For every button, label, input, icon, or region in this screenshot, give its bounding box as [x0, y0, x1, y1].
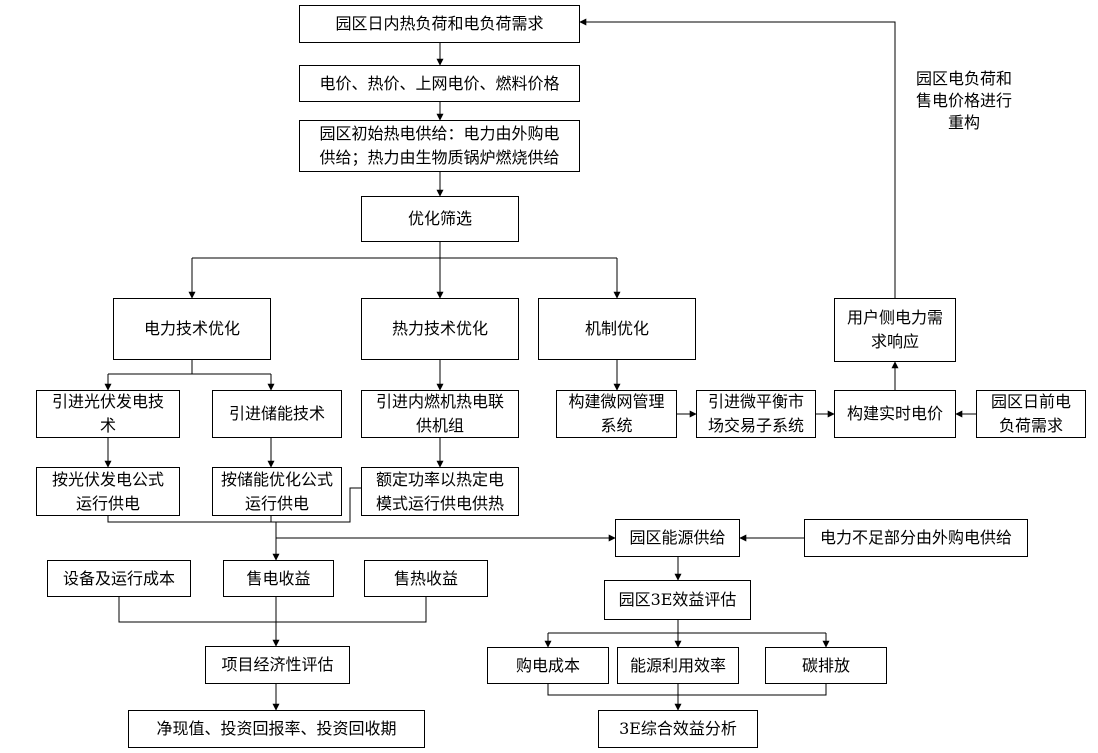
analysis-3e-node: 3E综合效益分析: [598, 710, 758, 748]
demand-response-node: 用户侧电力需 求响应: [834, 298, 956, 362]
power-tech-node: 电力技术优化: [113, 298, 271, 360]
purchase-cost-node: 购电成本: [487, 647, 609, 684]
chp-tech-node: 引进内燃机热电联 供机组: [361, 390, 519, 438]
microgrid-node: 构建微网管理 系统: [556, 390, 677, 438]
storage-tech-node: 引进储能技术: [212, 390, 342, 438]
heat-revenue-node: 售热收益: [364, 560, 488, 597]
edge-costs-collect: [118, 597, 427, 623]
screening-node: 优化筛选: [361, 196, 519, 242]
edge-pv-formula-collect: [107, 516, 276, 523]
initial-supply-node: 园区初始热电供给：电力由外购电 供给；热力由生物质锅炉燃烧供给: [299, 120, 580, 172]
chp-mode-node: 额定功率以热定电 模式运行供电供热: [361, 467, 519, 516]
power-revenue-node: 售电收益: [223, 560, 334, 597]
heat-tech-node: 热力技术优化: [361, 298, 519, 360]
energy-efficiency-node: 能源利用效率: [617, 647, 739, 684]
grid-purchase-node: 电力不足部分由外购电供给: [804, 519, 1028, 557]
dayahead-demand-node: 园区日前电 负荷需求: [976, 390, 1086, 438]
eval-3e-node: 园区3E效益评估: [604, 580, 751, 620]
micro-market-node: 引进微平衡市 场交易子系统: [696, 390, 816, 438]
pv-formula-node: 按光伏发电公式 运行供电: [36, 467, 180, 516]
equipment-cost-node: 设备及运行成本: [47, 560, 191, 597]
park-demand-node: 园区日内热负荷和电负荷需求: [299, 5, 580, 43]
edge-feedback-loop: [579, 18, 896, 298]
storage-formula-node: 按储能优化公式 运行供电: [212, 467, 342, 516]
realtime-price-node: 构建实时电价: [834, 390, 956, 438]
prices-node: 电价、热价、上网电价、燃料价格: [299, 65, 580, 102]
mechanism-node: 机制优化: [538, 298, 696, 360]
edge-chp-collect: [276, 487, 361, 523]
economic-eval-node: 项目经济性评估: [205, 646, 350, 684]
npv-node: 净现值、投资回报率、投资回收期: [128, 710, 425, 748]
restructure-label: 园区电负荷和 售电价格进行 重构: [915, 69, 1012, 132]
edge-metrics-collect: [547, 684, 827, 696]
carbon-node: 碳排放: [765, 647, 887, 684]
pv-tech-node: 引进光伏发电技 术: [36, 390, 180, 438]
energy-supply-node: 园区能源供给: [615, 519, 740, 557]
